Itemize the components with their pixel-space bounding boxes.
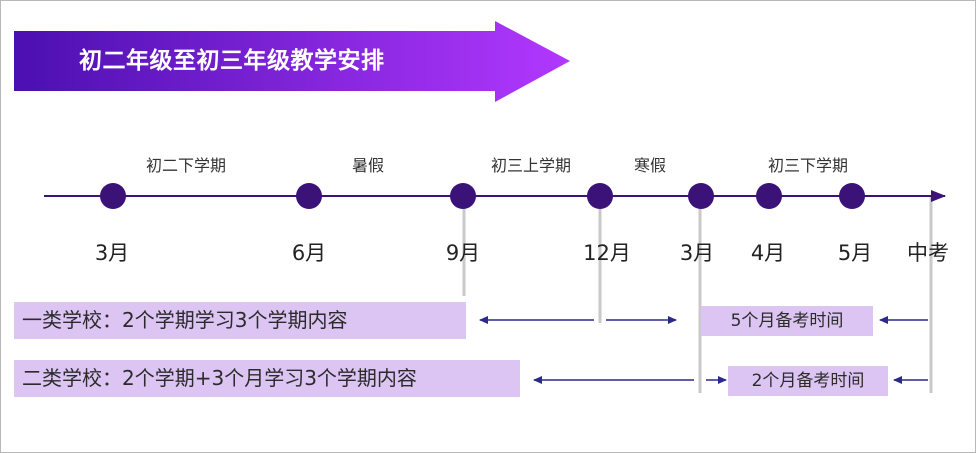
phase-label-grade9-spring: 初三下学期 [767,156,849,175]
tick-label: 5月 [837,241,873,265]
milestone-dot [296,183,322,209]
phase-label-grade8-spring: 初二下学期 [145,156,227,175]
type2-prep-time: 2个月备考时间 [728,366,888,396]
phase-label-winter: 寒假 [633,156,667,175]
tick-label-exam: 中考 [907,241,949,265]
tick-label: 4月 [750,241,786,265]
banner-title: 初二年级至初三年级教学安排 [79,48,385,74]
tick-label: 12月 [583,241,631,265]
milestone-dot [756,183,782,209]
milestone-dot [587,183,613,209]
phase-label-summer: 暑假 [351,156,385,175]
phase-label-grade9-fall: 初三上学期 [490,156,572,175]
banner-arrow-shape [14,21,570,102]
title-banner: 初二年级至初三年级教学安排 [14,21,570,102]
tick-label: 3月 [94,241,130,265]
milestone-dot [450,183,476,209]
milestone-dot [688,183,714,209]
type1-school-label: 一类学校：2个学期学习3个学期内容 [14,302,466,339]
type1-prep-time: 5个月备考时间 [701,306,873,336]
tick-label: 6月 [291,241,327,265]
tick-label: 3月 [679,241,715,265]
tick-label: 9月 [445,241,481,265]
milestone-dot [100,183,126,209]
type2-school-label: 二类学校：2个学期+3个月学习3个学期内容 [14,360,520,397]
milestone-dot [839,183,865,209]
